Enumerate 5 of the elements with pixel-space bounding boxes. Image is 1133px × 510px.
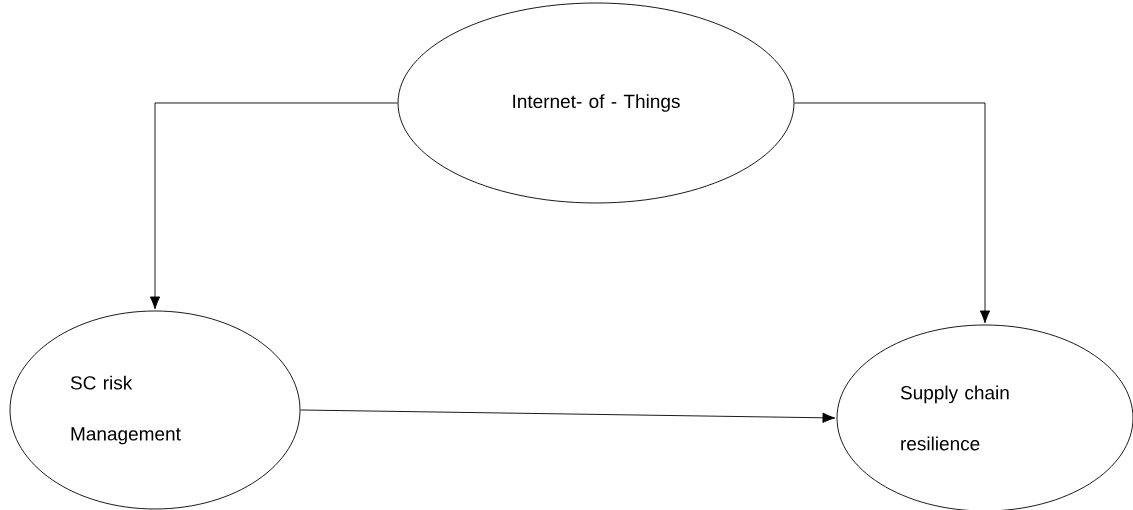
arrow: [149, 102, 398, 310]
arrow: [300, 409, 836, 423]
arrow: [794, 102, 991, 324]
ellipse-node: SC risk Management: [9, 310, 301, 510]
ellipse-node: Internet- of - Things: [397, 2, 795, 204]
